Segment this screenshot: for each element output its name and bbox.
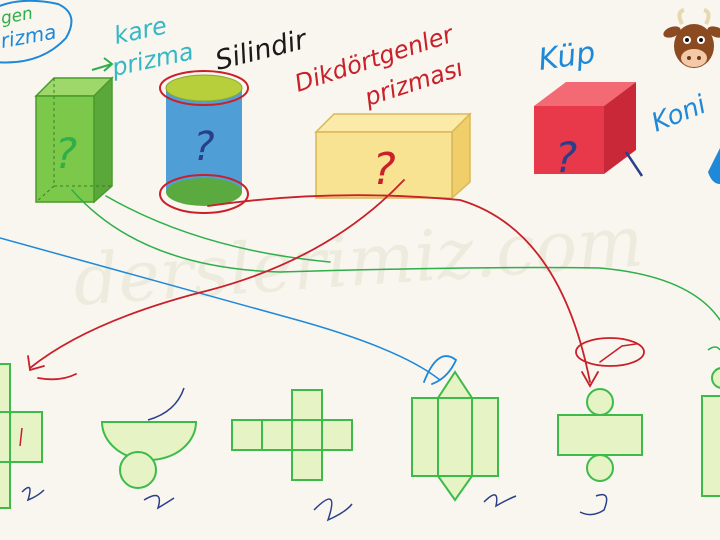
green-connection-line-2 (105, 195, 331, 263)
net-cone-shape (100, 387, 198, 510)
label-kare-prizma: kare prizma (91, 11, 196, 82)
cow-head-icon (663, 8, 720, 68)
net-partial-right-shape (701, 346, 720, 497)
label-ucgen-prizma: gen rizma (0, 0, 73, 64)
cube-shape: ? (534, 82, 644, 182)
red-connection-line-1 (29, 179, 405, 369)
watermark-text: derslerimiz.com (71, 200, 646, 322)
connection-lines (0, 179, 720, 388)
question-mark-prism: ? (55, 129, 77, 178)
net-cube-shape (231, 389, 353, 522)
question-mark-cube: ? (555, 133, 577, 182)
green-connection-line-1 (71, 189, 720, 321)
blue-connection-line (0, 237, 441, 381)
label-dikdortgenler-prizmasi: Dikdörtgenler prizması (291, 20, 466, 113)
net-triangular-prism-shape (411, 370, 517, 508)
net-cylinder-shape (557, 388, 643, 516)
net-cross-shape (0, 363, 45, 509)
red-connection-line-2 (207, 194, 591, 383)
label-koni: Koni (647, 90, 711, 139)
rectangular-prism-shape: ? (314, 112, 472, 200)
question-mark-cylinder: ? (193, 124, 214, 170)
cylinder-shape: ? (159, 70, 249, 214)
question-mark-box: ? (372, 144, 395, 195)
square-prism-shape: ? (34, 76, 114, 204)
label-kup: Küp (536, 35, 597, 78)
cone-partial-shape (708, 148, 720, 184)
